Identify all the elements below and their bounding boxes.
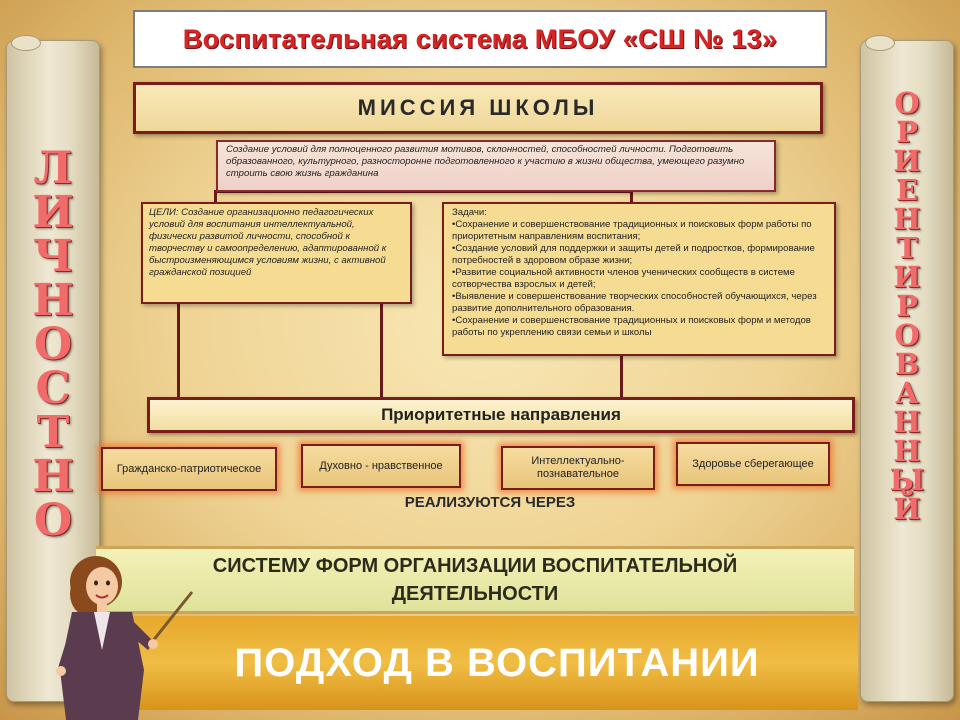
task-item: •Сохранение и совершенствование традицио… [452,315,811,338]
vertical-letter: Н [893,202,921,236]
vertical-letter: Ч [32,231,74,282]
direction-intellectual-cognitive: Интеллектуально-познавательное [501,446,655,490]
task-item: •Создание условий для поддержки и защиты… [452,243,815,266]
vertical-letter: Л [33,143,73,194]
approach-banner: ПОДХОД В ВОСПИТАНИИ [96,616,858,710]
teacher-illustration [56,556,194,720]
vertical-letter: Н [32,451,74,502]
vertical-letter: Н [893,405,921,439]
vertical-letter: В [894,347,920,381]
forms-box: СИСТЕМУ ФОРМ ОРГАНИЗАЦИИ ВОСПИТАТЕЛЬНОЙ … [96,546,854,614]
vertical-letter: О [33,495,73,546]
vertical-letter: С [35,363,71,414]
vertical-letter: И [32,187,74,238]
page-title: Воспитательная система МБОУ «СШ № 13» [182,23,778,54]
vertical-letter: О [894,86,920,120]
forms-line-1: СИСТЕМУ ФОРМ ОРГАНИЗАЦИИ ВОСПИТАТЕЛЬНОЙ [212,555,738,577]
connector-line [620,356,623,398]
vertical-letter: А [895,376,919,410]
vertical-letter: Н [893,434,921,468]
vertical-letter: Т [896,231,918,265]
task-item: •Выявление и совершенствование творчески… [452,291,817,314]
vertical-letter: Р [896,115,918,149]
priority-label: Приоритетные направления [381,405,621,424]
mission-description: Создание условий для полноценного развит… [216,140,776,192]
vertical-letter: И [893,144,921,178]
task-item: •Развитие социальной активности членов у… [452,267,795,290]
vertical-letter: Р [896,289,918,323]
vertical-letter: Н [32,275,74,326]
connector-line [177,304,180,398]
vertical-letter: Т [36,407,70,458]
direction-health-saving: Здоровье сберегающее [676,442,830,486]
connector-line [630,190,633,204]
connector-line [380,304,383,398]
mission-label: МИССИЯ ШКОЛЫ [357,95,599,120]
tasks-heading: Задачи: [452,207,487,218]
goals-box: ЦЕЛИ: Создание организационно педагогиче… [141,202,412,304]
direction-civic-patriotic: Гражданско-патриотическое [101,447,277,491]
vertical-letter: Й [893,492,921,526]
vertical-letter: О [894,318,920,352]
tasks-box: Задачи: •Сохранение и совершенствование … [442,202,836,356]
vertical-letter: И [893,260,921,294]
approach-label: ПОДХОД В ВОСПИТАНИИ [234,640,760,685]
task-item: •Сохранение и совершенствование традицио… [452,219,812,242]
connector-line [214,190,217,204]
realize-label: РЕАЛИЗУЮТСЯ ЧЕРЕЗ [404,494,576,511]
vertical-letter: О [33,319,73,370]
forms-line-2: ДЕЯТЕЛЬНОСТИ [391,583,559,605]
vertical-letter: Ы [889,463,925,497]
mission-box: МИССИЯ ШКОЛЫ [133,82,823,134]
direction-spiritual-moral: Духовно - нравственное [301,444,461,488]
vertical-letter: Е [895,173,919,207]
priority-box: Приоритетные направления [147,397,855,433]
title-box: Воспитательная система МБОУ «СШ № 13» [133,10,827,68]
